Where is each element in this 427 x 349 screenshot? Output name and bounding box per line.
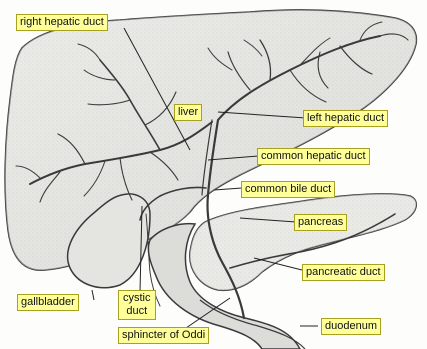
- label-liver: liver: [174, 104, 202, 121]
- label-pancreatic-duct: pancreatic duct: [302, 264, 385, 281]
- label-common-hepatic-duct: common hepatic duct: [257, 148, 370, 165]
- label-pancreas: pancreas: [294, 214, 347, 231]
- label-gallbladder: gallbladder: [17, 294, 79, 311]
- label-right-hepatic-duct: right hepatic duct: [16, 14, 108, 31]
- label-duodenum: duodenum: [321, 318, 381, 335]
- label-cystic-duct-line1: cystic: [123, 292, 151, 305]
- label-sphincter-of-oddi: sphincter of Oddi: [118, 327, 209, 344]
- label-left-hepatic-duct: left hepatic duct: [303, 110, 388, 127]
- label-cystic-duct: cystic duct: [118, 290, 156, 320]
- label-cystic-duct-line2: duct: [123, 305, 151, 318]
- label-common-bile-duct: common bile duct: [241, 181, 335, 198]
